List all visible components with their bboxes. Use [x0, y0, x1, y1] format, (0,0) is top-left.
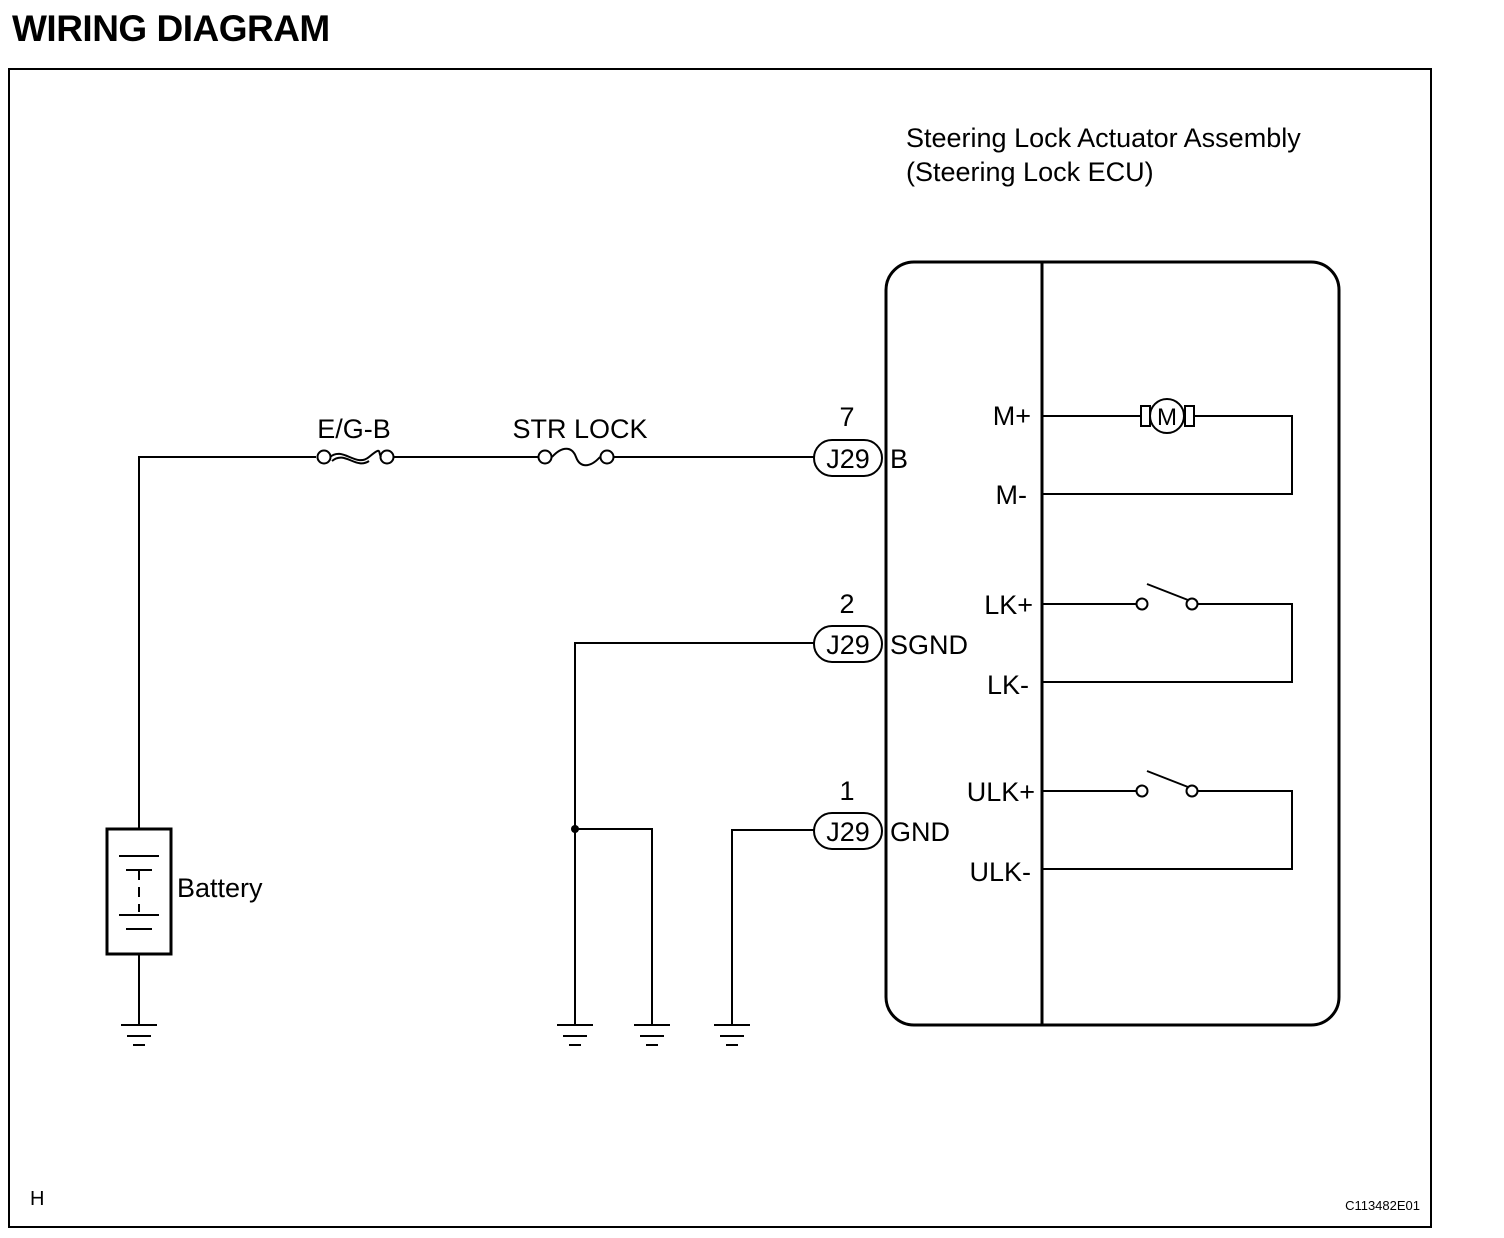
component-name-line2: (Steering Lock ECU) [906, 157, 1154, 187]
ground-symbol-sgnd-branch [634, 1024, 670, 1046]
egb-fuse [316, 449, 395, 465]
terminal-ulk-minus: ULK- [969, 857, 1031, 887]
terminal-lk-plus: LK+ [984, 590, 1033, 620]
component-name-line1: Steering Lock Actuator Assembly [906, 123, 1301, 153]
terminal-lk-minus: LK- [987, 670, 1029, 700]
connector-id-sgnd: J29 [826, 630, 870, 660]
egb-fuse-label: E/G-B [317, 414, 391, 444]
ecu-housing [884, 260, 1341, 1027]
lock-switch [1135, 583, 1199, 611]
page-title: WIRING DIAGRAM [12, 8, 330, 49]
str-lock-fuse-label: STR LOCK [512, 414, 647, 444]
str-lock-fuse [537, 447, 615, 467]
terminal-m-plus: M+ [993, 401, 1031, 431]
connector-j29-b [813, 439, 883, 477]
unlock-return-wire [1042, 790, 1293, 870]
battery-positive-wire [138, 456, 316, 828]
terminal-ulk-plus: ULK+ [967, 777, 1035, 807]
ground-symbol-battery [121, 1024, 157, 1046]
terminal-gnd: GND [890, 817, 950, 847]
terminal-sgnd: SGND [890, 630, 968, 660]
diagram-frame [8, 68, 1432, 1228]
unlock-switch [1135, 770, 1199, 798]
terminal-b: B [890, 444, 908, 474]
pin-number-b: 7 [839, 402, 854, 432]
motor-return-wire [1042, 415, 1293, 495]
sgnd-branch-wire [575, 828, 653, 1025]
corner-mark: H [30, 1188, 44, 1210]
motor-label: M [1157, 404, 1177, 431]
ground-symbol-gnd [714, 1024, 750, 1046]
terminal-m-minus: M- [996, 480, 1027, 510]
lock-return-wire [1042, 603, 1293, 683]
connector-id-gnd: J29 [826, 817, 870, 847]
motor-symbol: M [1140, 398, 1195, 434]
pin-number-gnd: 1 [839, 776, 854, 806]
sgnd-wire [574, 642, 814, 1025]
gnd-wire [731, 829, 814, 1025]
ground-symbol-sgnd [557, 1024, 593, 1046]
pin-number-sgnd: 2 [839, 589, 854, 619]
battery-label: Battery [177, 873, 263, 903]
figure-code: C113482E01 [1345, 1198, 1420, 1213]
connector-id-b: J29 [826, 444, 870, 474]
